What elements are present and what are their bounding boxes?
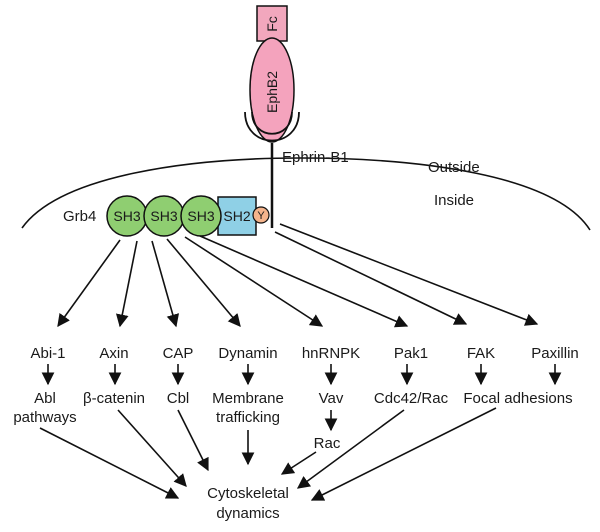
ephrin-b1-label: Ephrin-B1 <box>282 149 349 166</box>
cell-membrane <box>21 157 591 231</box>
sh3-label-1: SH3 <box>113 208 140 224</box>
sh3-label-3: SH3 <box>187 208 214 224</box>
dynamics-label: dynamics <box>216 505 279 522</box>
partner-pak1: Pak1 <box>394 345 428 362</box>
grb4-label: Grb4 <box>63 208 96 225</box>
trafficking-label: trafficking <box>216 409 280 426</box>
inside-label: Inside <box>434 192 474 209</box>
partner-abi1: Abi-1 <box>30 345 65 362</box>
ephb2-label: EphB2 <box>264 71 280 113</box>
sh2-label: SH2 <box>223 208 250 224</box>
partner-axin: Axin <box>99 345 128 362</box>
outside-label: Outside <box>428 159 480 176</box>
fc-label: Fc <box>264 16 280 32</box>
focal-adhesions-label: Focal adhesions <box>463 390 572 407</box>
rac-label: Rac <box>314 435 341 452</box>
sh3-label-2: SH3 <box>150 208 177 224</box>
partner-hnrnpk: hnRNPK <box>302 345 360 362</box>
abl-pathways-label: pathways <box>13 409 76 426</box>
bcatenin-label: β-catenin <box>83 390 145 407</box>
abl-label: Abl <box>34 390 56 407</box>
vav-label: Vav <box>319 390 344 407</box>
cdc42-rac-label: Cdc42/Rac <box>374 390 449 407</box>
partner-fak: FAK <box>467 345 495 362</box>
sh2-domain <box>217 196 257 236</box>
membrane-label: Membrane <box>212 390 284 407</box>
phospho-label: Y <box>257 210 265 222</box>
cbl-label: Cbl <box>167 390 190 407</box>
cytoskeletal-label: Cytoskeletal <box>207 485 289 502</box>
partner-cap: CAP <box>163 345 194 362</box>
ephrin-b1-cup <box>244 111 300 142</box>
ephb2-ellipse <box>249 37 295 143</box>
partner-paxillin: Paxillin <box>531 345 579 362</box>
phosphotyrosine-y <box>252 206 270 224</box>
partner-dynamin: Dynamin <box>218 345 277 362</box>
